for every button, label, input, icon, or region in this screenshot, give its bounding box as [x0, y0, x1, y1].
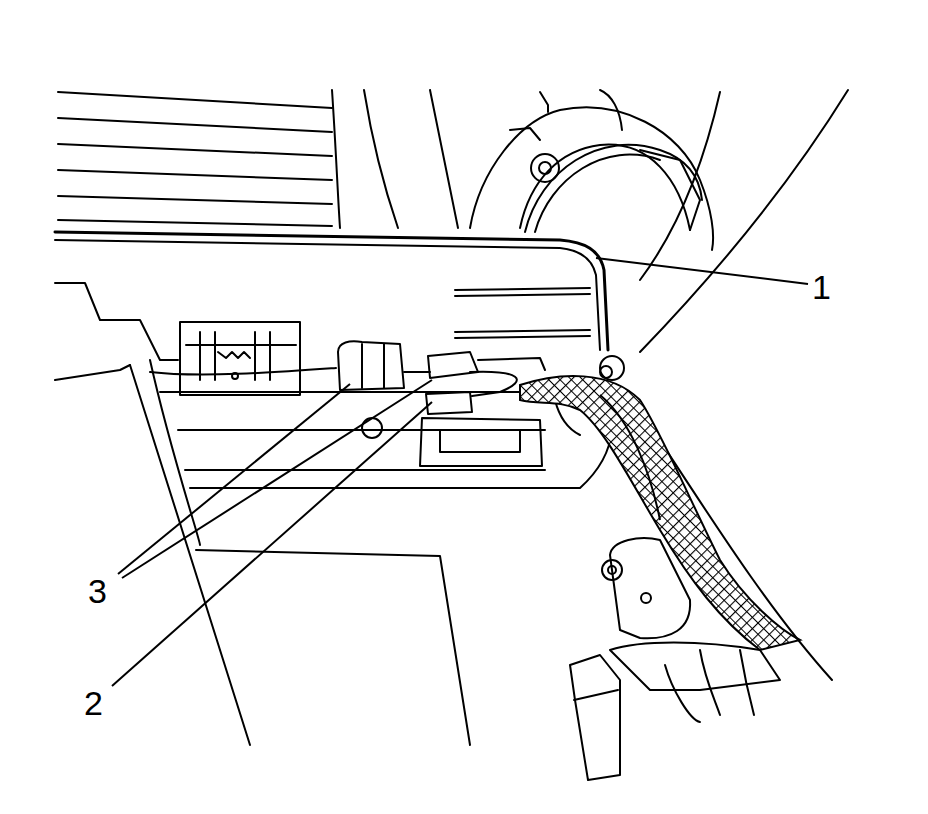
trim-edge: [610, 643, 780, 691]
leader-line: [596, 258, 808, 284]
housing-edge: [640, 150, 700, 230]
connector-housing: [180, 322, 300, 395]
module-housing: [440, 430, 520, 452]
trim-edge: [700, 650, 754, 715]
module-housing: [420, 418, 542, 466]
fastener: [608, 566, 616, 574]
pillar-edge: [540, 92, 548, 112]
cable: [535, 155, 660, 232]
leader-line: [118, 384, 350, 574]
electrical-connector: [338, 341, 404, 390]
louvre-line: [58, 144, 332, 156]
housing-edge: [470, 107, 713, 250]
panel-edge: [150, 360, 200, 545]
clip-line: [455, 288, 590, 290]
panel-edge: [196, 550, 470, 745]
body-edge: [640, 90, 848, 352]
louvre-line: [58, 196, 332, 204]
fastener: [602, 560, 622, 580]
electrical-connector: [362, 344, 384, 388]
wire: [150, 368, 336, 375]
panel-edge: [55, 283, 178, 360]
louvre-line: [58, 170, 332, 180]
panel-edge: [130, 365, 250, 745]
electrical-connector: [428, 352, 478, 378]
fastener: [600, 366, 612, 378]
fastener: [539, 162, 551, 174]
cable: [525, 145, 702, 232]
fastener: [362, 418, 382, 438]
leader-lines: [112, 258, 808, 686]
callout-number: 1: [812, 270, 831, 304]
body-edge: [640, 92, 720, 280]
connector-housing: [218, 352, 250, 358]
leader-line: [122, 380, 432, 578]
trim-panel-lines: [55, 90, 848, 780]
panel-edge: [55, 365, 130, 380]
connector-housing: [186, 344, 296, 346]
panel-edge: [55, 240, 600, 350]
wiring-harness: [520, 376, 800, 650]
callout-number: 2: [84, 686, 103, 720]
gas-strut: [570, 655, 620, 780]
clip-line: [455, 330, 590, 332]
fastener: [641, 593, 651, 603]
leader-line: [112, 402, 432, 686]
panel-edge: [55, 232, 608, 350]
louvre-line: [58, 220, 332, 226]
fastener: [600, 356, 624, 380]
wire: [470, 372, 517, 396]
wiring-harness: [600, 395, 660, 520]
pillar-edge: [332, 90, 340, 228]
electrical-connector: [426, 392, 472, 414]
panel-edge: [185, 469, 545, 471]
gas-strut: [574, 690, 618, 700]
pillar-edge: [364, 90, 398, 228]
wire: [404, 371, 430, 373]
panel-edge: [160, 391, 545, 393]
housing-edge: [510, 128, 540, 140]
louvre-line: [58, 118, 332, 132]
clip-line: [455, 294, 590, 296]
trim-edge: [665, 665, 700, 722]
panel-edge: [190, 430, 612, 488]
callout-number: 3: [88, 574, 107, 608]
louvre-line: [58, 92, 332, 108]
pillar-edge: [430, 90, 458, 228]
clip-line: [455, 336, 590, 338]
wire: [478, 358, 545, 370]
